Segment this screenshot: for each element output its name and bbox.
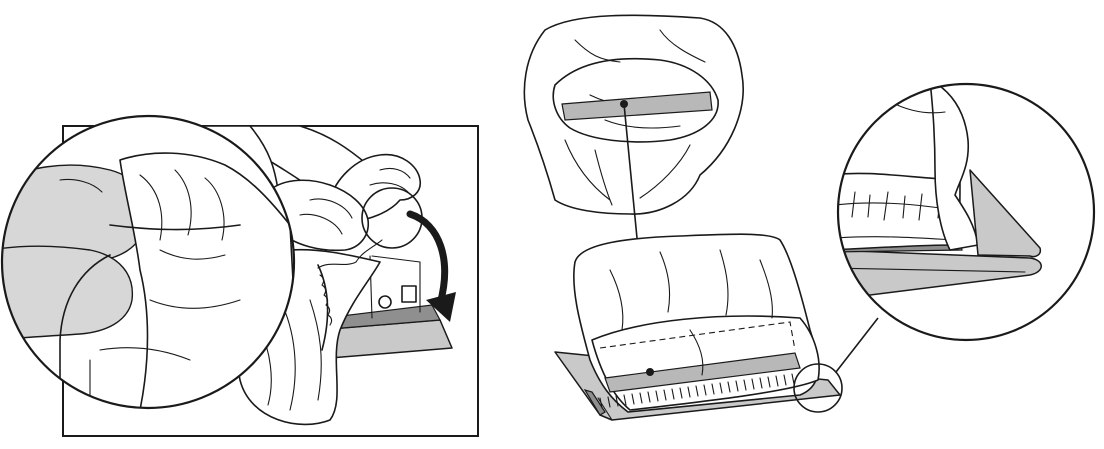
loose-fabric-cover — [523, 14, 744, 215]
right-detail-magnifier — [836, 82, 1096, 342]
left-panel-hands-fitting-cover — [0, 114, 479, 437]
callout-connector-line — [835, 317, 879, 373]
covered-box — [573, 233, 820, 413]
curved-arrow-icon — [406, 210, 456, 322]
right-panel-cover-over-plate — [523, 14, 1096, 421]
left-detail-magnifier — [0, 114, 296, 410]
base-plate — [316, 255, 453, 359]
corner-callout-icon — [793, 363, 843, 413]
